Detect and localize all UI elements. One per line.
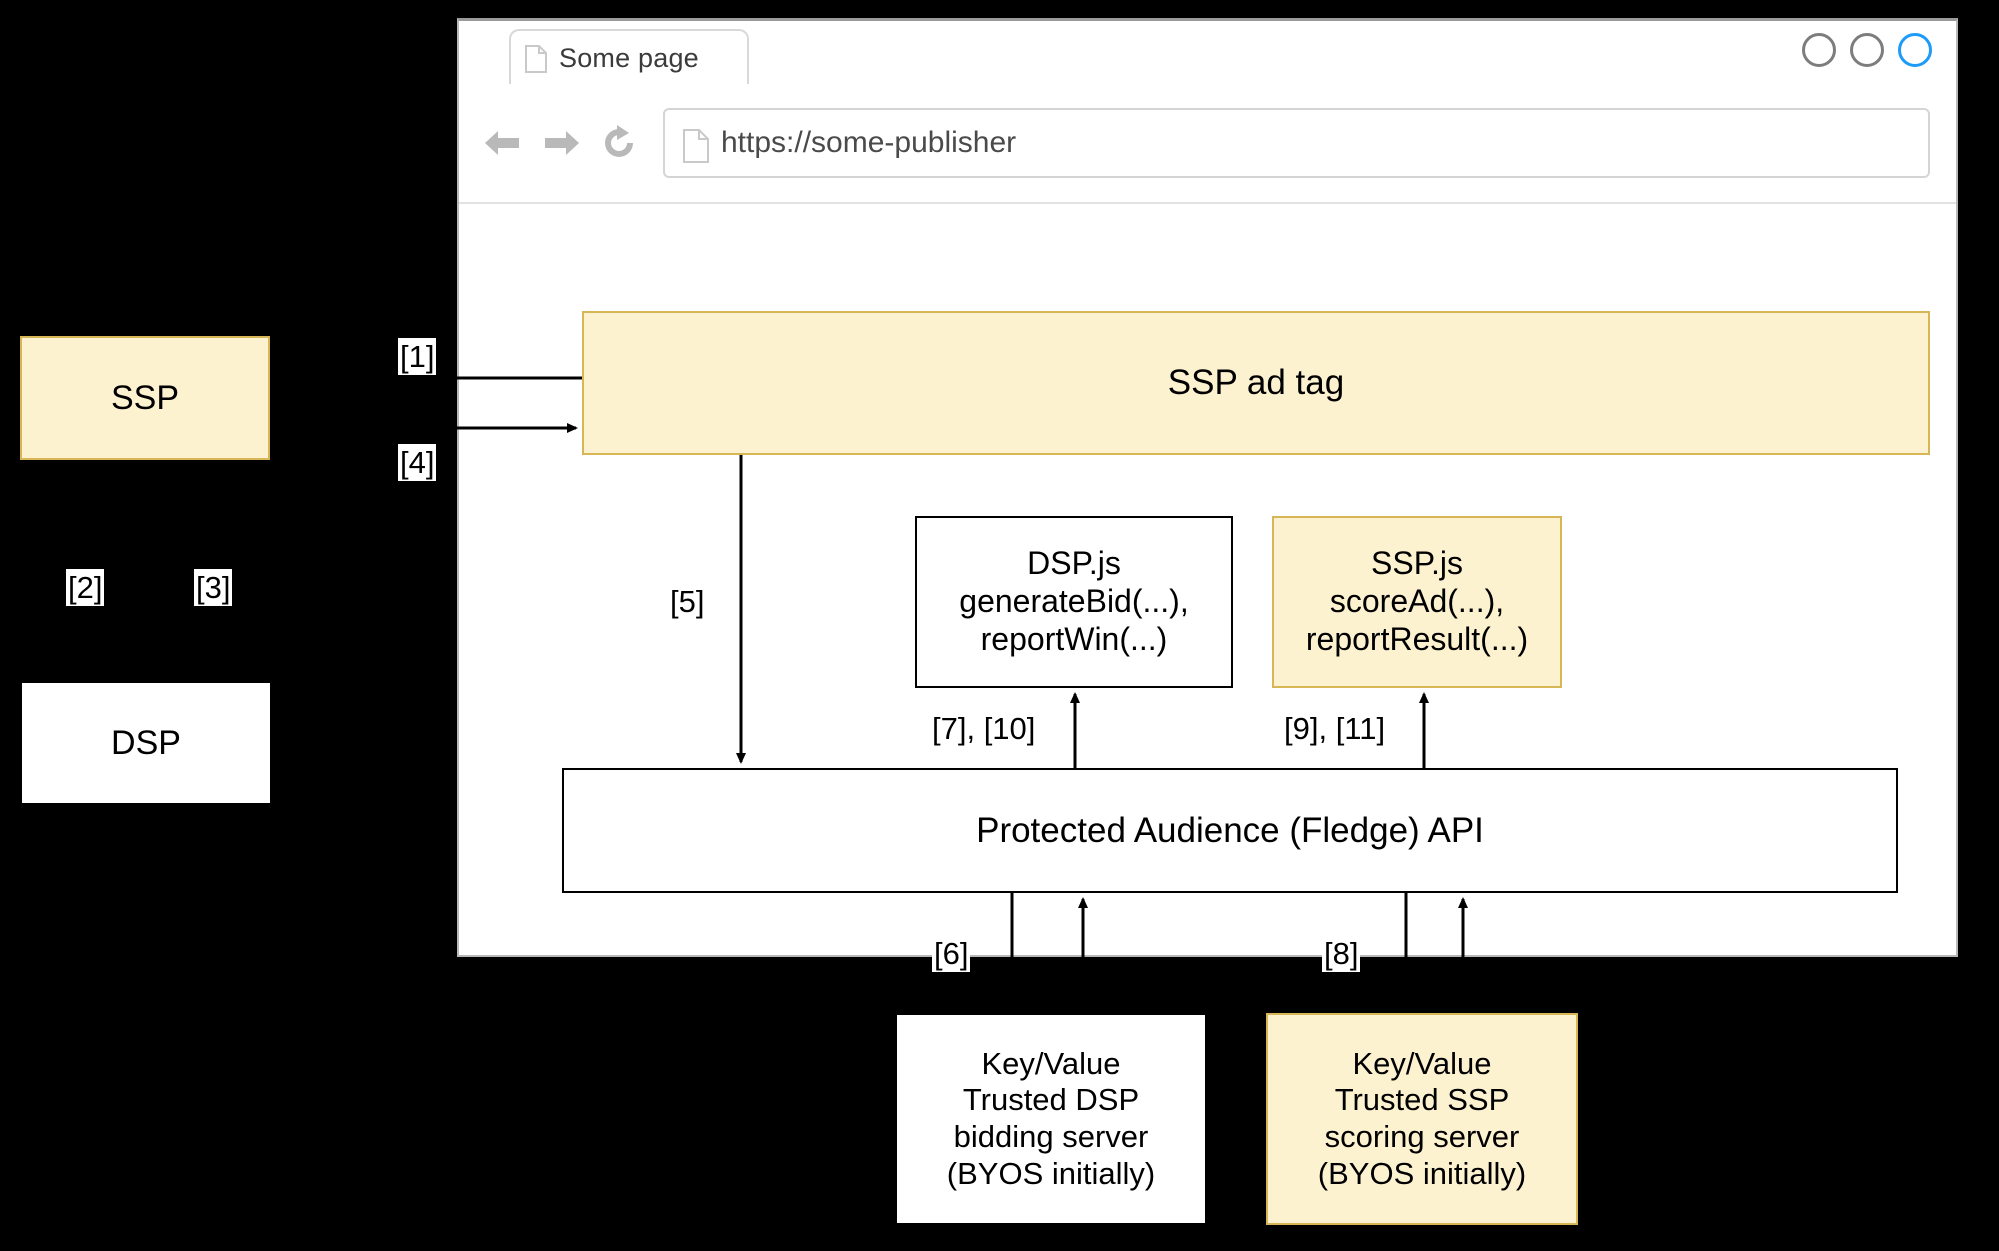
- ssp-ad-tag-label: SSP ad tag: [1167, 363, 1345, 403]
- browser-tab-strip: Some page: [459, 21, 1956, 86]
- ssp-box-label: SSP: [110, 378, 180, 417]
- dsp-box-label: DSP: [111, 723, 181, 762]
- url-bar[interactable]: https://some-publisher: [663, 108, 1930, 178]
- ssp-js-box: SSP.js scoreAd(...), reportResult(...): [1272, 516, 1562, 688]
- step-label-1: [1]: [398, 338, 437, 375]
- kv-trusted-dsp-server-box: Key/Value Trusted DSP bidding server (BY…: [895, 1013, 1207, 1225]
- document-icon: [525, 44, 547, 73]
- back-arrow-icon[interactable]: [481, 121, 525, 165]
- reload-icon[interactable]: [597, 121, 641, 165]
- step-label-9-11: [9], [11]: [1282, 710, 1388, 747]
- step-label-4: [4]: [398, 444, 437, 481]
- step-label-6: [6]: [932, 935, 971, 972]
- browser-toolbar: https://some-publisher: [459, 84, 1956, 204]
- minimize-circle-icon[interactable]: [1802, 33, 1836, 67]
- dsp-js-label: DSP.js generateBid(...), reportWin(...): [959, 545, 1189, 657]
- maximize-circle-icon[interactable]: [1850, 33, 1884, 67]
- document-icon: [683, 129, 709, 163]
- url-text: https://some-publisher: [721, 126, 1017, 159]
- fledge-api-label: Protected Audience (Fledge) API: [976, 810, 1484, 850]
- tab-label: Some page: [559, 43, 699, 73]
- ssp-box: SSP: [20, 336, 270, 460]
- dsp-js-box: DSP.js generateBid(...), reportWin(...): [915, 516, 1233, 688]
- kv-trusted-dsp-server-label: Key/Value Trusted DSP bidding server (BY…: [946, 1045, 1156, 1191]
- step-label-7-10: [7], [10]: [930, 710, 1038, 747]
- window-controls: [1802, 33, 1932, 67]
- dsp-box: DSP: [22, 683, 270, 803]
- ssp-js-label: SSP.js scoreAd(...), reportResult(...): [1305, 545, 1529, 657]
- navigation-icons: [481, 121, 641, 165]
- ssp-ad-tag-box: SSP ad tag: [582, 311, 1930, 455]
- step-label-8: [8]: [1322, 935, 1361, 972]
- kv-trusted-ssp-server-box: Key/Value Trusted SSP scoring server (BY…: [1266, 1013, 1578, 1225]
- step-label-3: [3]: [194, 569, 233, 606]
- fledge-api-box: Protected Audience (Fledge) API: [562, 768, 1898, 893]
- close-circle-icon[interactable]: [1898, 33, 1932, 67]
- step-label-2: [2]: [66, 569, 105, 606]
- step-label-5: [5]: [668, 583, 707, 620]
- kv-trusted-ssp-server-label: Key/Value Trusted SSP scoring server (BY…: [1317, 1045, 1527, 1191]
- tab-some-page[interactable]: Some page: [509, 29, 749, 86]
- forward-arrow-icon[interactable]: [539, 121, 583, 165]
